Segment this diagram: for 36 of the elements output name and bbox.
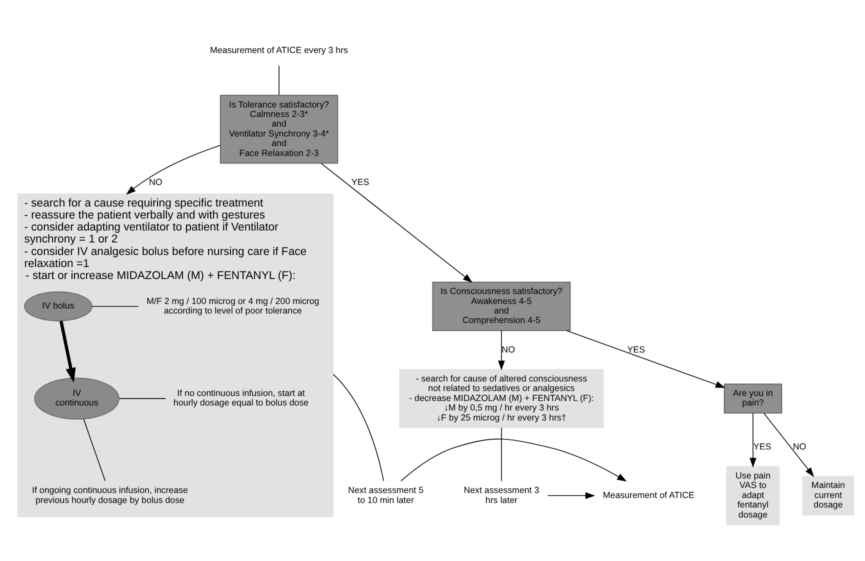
node-box: Is Consciousness satisfactory? Awakeness 4-5 and Comprehension 4-5 xyxy=(432,282,571,332)
arrow xyxy=(547,492,596,500)
node-box: Are you in pain? xyxy=(724,384,782,414)
node-ellipse: IV continuous xyxy=(34,378,120,420)
node-text: M/F 2 mg / 100 microg or 4 mg / 200 microg according to level of poor tolerance xyxy=(146,296,320,316)
connector xyxy=(118,398,166,399)
node-text: Measurement of ATICE every 3 hrs xyxy=(210,45,348,56)
connector xyxy=(278,65,280,96)
arrow xyxy=(400,438,627,482)
arrow xyxy=(566,330,726,388)
node-text: If ongoing continuous infusion, increase previous hourly dosage by bolus dose xyxy=(32,485,188,505)
connector xyxy=(501,427,502,482)
edge-label: YES xyxy=(627,344,646,354)
edge-label: YES xyxy=(351,176,370,187)
edge-label: YES xyxy=(753,441,772,452)
arrow xyxy=(498,330,505,370)
arrow xyxy=(126,144,221,195)
node-text: Next assessment 3 hrs later xyxy=(464,485,540,505)
edge-label: NO xyxy=(792,441,806,452)
node-box: Use pain VAS to adapt fentanyl dosage xyxy=(726,466,780,526)
node-box: - search for cause of altered consciousness not related to sedatives or analgesics - decrease MIDAZOLAM (M) + FENTANYL (F): ↓M by 0,5 mg / hr every 3 hrs ↓F by 25 microg / hr every 3 hrs† xyxy=(399,369,604,428)
node-box: Is Tolerance satisfactory? Calmness 2-3* and Ventilator Synchrony 3-4* and Face Relaxation 2-3 xyxy=(220,94,338,164)
edge-label: NO xyxy=(149,176,162,187)
node-box: Maintain current dosage xyxy=(802,476,854,516)
edge-label: NO xyxy=(502,344,515,354)
connector xyxy=(332,374,384,482)
arrow xyxy=(750,412,756,468)
connector xyxy=(83,418,106,482)
arrow xyxy=(764,412,814,477)
node-text: Measurement of ATICE xyxy=(602,490,694,500)
arrow xyxy=(320,162,473,283)
node-text: If no continuous infusion, start at hourly dosage equal to bolus dose xyxy=(173,388,309,408)
node-ellipse: IV bolus xyxy=(24,291,92,322)
node-text: Next assessment 5 to 10 min later xyxy=(348,485,424,505)
arrow xyxy=(59,320,76,383)
connector xyxy=(92,306,139,307)
